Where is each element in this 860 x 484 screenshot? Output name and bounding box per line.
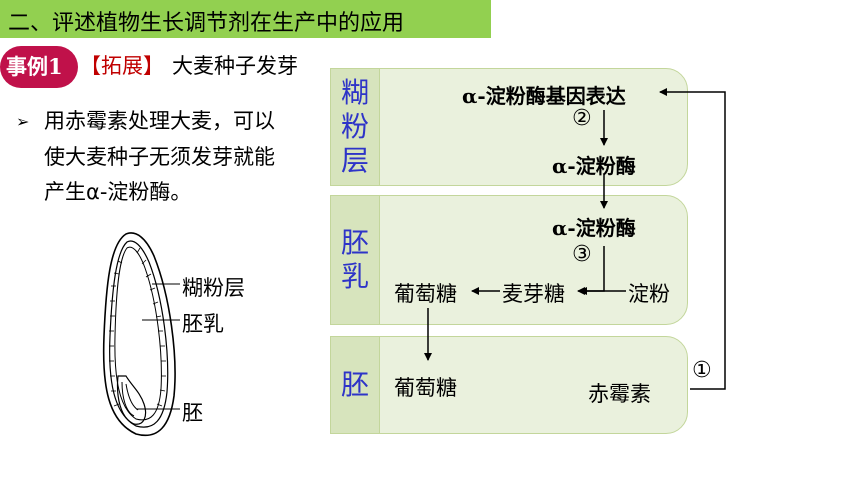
seed-label-embryo: 胚 [182, 401, 203, 425]
panel-endosperm [330, 195, 688, 325]
seed-label-aleurone: 糊粉层 [182, 276, 245, 300]
panel-label-aleurone: 糊 粉 层 [330, 68, 380, 186]
panel-embryo [330, 336, 688, 434]
node-gene-expression: α-淀粉酶基因表达 [462, 84, 626, 108]
seed-label-endosperm: 胚乳 [182, 312, 224, 336]
description-line-3: 产生α-淀粉酶。 [44, 180, 192, 204]
step-three-mark: ③ [572, 242, 592, 267]
node-amylase-endosperm: α-淀粉酶 [552, 216, 636, 240]
arrow-gibberellin-to-gene [659, 88, 726, 390]
panel-label-embryo: 胚 [330, 336, 380, 434]
node-glucose-endosperm: 葡萄糖 [394, 282, 457, 306]
header-bar [0, 0, 491, 38]
node-glucose-embryo: 葡萄糖 [394, 376, 457, 400]
node-maltose: 麦芽糖 [502, 282, 565, 306]
node-gibberellin: 赤霉素 [588, 382, 651, 406]
node-starch: 淀粉 [628, 282, 670, 306]
example-badge-text: 事例1 [6, 54, 63, 79]
panel-label-char: 糊 [340, 76, 369, 109]
panel-label-char: 层 [340, 144, 369, 177]
step-two-mark: ② [572, 106, 592, 131]
extension-tag: 【拓展】 [80, 54, 164, 78]
example-badge [0, 46, 78, 88]
node-amylase-aleurone: α-淀粉酶 [552, 154, 636, 178]
panel-label-char: 粉 [340, 110, 369, 143]
arrow-amylase-acts-on-starch [577, 246, 605, 295]
description-line-1: 用赤霉素处理大麦，可以 [44, 109, 275, 133]
step-one-mark: ① [692, 358, 712, 383]
example-title: 大麦种子发芽 [172, 54, 298, 78]
page-title: 二、评述植物生长调节剂在生产中的应用 [8, 11, 405, 36]
panel-label-char: 胚 [340, 226, 369, 259]
seed-illustration [102, 232, 180, 437]
panel-label-endosperm: 胚 乳 [330, 195, 380, 325]
panel-label-char: 乳 [340, 260, 369, 293]
bullet-arrow-icon: ➢ [16, 112, 30, 131]
panel-aleurone [330, 68, 688, 186]
description-line-2: 使大麦种子无须发芽就能 [44, 145, 275, 169]
panel-label-char: 胚 [340, 368, 369, 401]
